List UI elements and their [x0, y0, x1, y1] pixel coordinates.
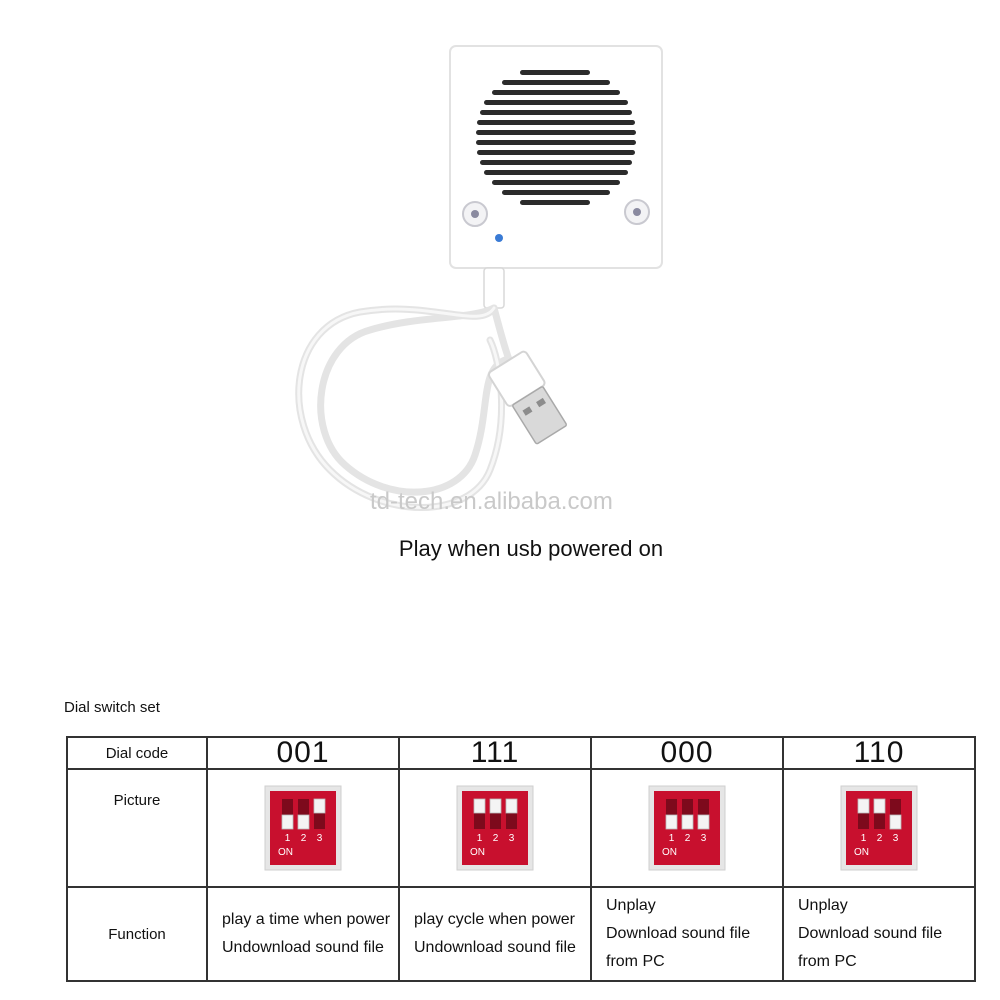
- speaker-body: [449, 45, 663, 269]
- function-line: Unplay: [606, 897, 656, 914]
- switch-slot: [698, 799, 709, 829]
- switch-toggle: [297, 814, 310, 830]
- switch-toggle: [665, 814, 678, 830]
- function-cell: Unplay Download sound file from PC: [590, 886, 784, 982]
- switch-slot: [298, 799, 309, 829]
- function-line: from PC: [798, 953, 857, 970]
- product-caption: Play when usb powered on: [398, 536, 664, 561]
- switch-toggle: [697, 814, 710, 830]
- function-line: Undownload sound file: [222, 939, 384, 956]
- switch-number: 3: [701, 833, 707, 844]
- function-line: from PC: [606, 953, 665, 970]
- row-label-dial-code: Dial code: [66, 736, 208, 770]
- on-label: ON: [470, 847, 485, 858]
- switch-slot: [506, 799, 517, 829]
- switch-toggle: [489, 798, 502, 814]
- function-cell: Unplay Download sound file from PC: [782, 886, 976, 982]
- function-line: Unplay: [798, 897, 848, 914]
- function-line: Download sound file: [798, 925, 943, 942]
- switch-number: 1: [669, 833, 675, 844]
- table-row-function: Function play a time when power Undownlo…: [66, 886, 976, 982]
- product-photo: td-tech.en.alibaba.com: [295, 45, 663, 515]
- switch-slot: [890, 799, 901, 829]
- switch-toggle: [281, 814, 294, 830]
- usb-a-plug: [488, 350, 567, 445]
- switch-slot: [874, 799, 885, 829]
- function-line: Download sound file: [606, 925, 751, 942]
- usb-c-connector: [483, 267, 505, 309]
- switch-number: 3: [317, 833, 323, 844]
- switch-toggle: [505, 798, 518, 814]
- switch-slot: [474, 799, 485, 829]
- switch-number: 2: [685, 833, 691, 844]
- switch-slot: [682, 799, 693, 829]
- function-line: Undownload sound file: [414, 939, 576, 956]
- on-label: ON: [278, 847, 293, 858]
- speaker-grille: [476, 70, 636, 205]
- function-line: play a time when power: [222, 911, 391, 928]
- switch-number: 1: [477, 833, 483, 844]
- dial-code-cell: 110: [782, 736, 976, 770]
- switch-toggle: [857, 798, 870, 814]
- switch-number: 3: [893, 833, 899, 844]
- switch-number: 2: [877, 833, 883, 844]
- function-cell: play cycle when power Undownload sound f…: [398, 886, 592, 982]
- switch-slot: [282, 799, 293, 829]
- led-indicator: [495, 234, 503, 242]
- on-label: ON: [854, 847, 869, 858]
- row-label-function: Function: [66, 886, 208, 982]
- switch-number: 3: [509, 833, 515, 844]
- table-row-dial-code: Dial code 001 111 000 110: [66, 736, 976, 770]
- switch-toggle: [473, 798, 486, 814]
- switch-number: 2: [493, 833, 499, 844]
- switch-slot: [858, 799, 869, 829]
- section-title: Dial switch set: [64, 699, 160, 716]
- dial-code-cell: 111: [398, 736, 592, 770]
- switch-toggle: [873, 798, 886, 814]
- watermark-text: td-tech.en.alibaba.com: [370, 488, 613, 515]
- switch-number: 2: [301, 833, 307, 844]
- switch-number: 1: [861, 833, 867, 844]
- on-label: ON: [662, 847, 677, 858]
- switch-slot: [666, 799, 677, 829]
- switch-slot: [314, 799, 325, 829]
- function-cell: play a time when power Undownload sound …: [206, 886, 400, 982]
- dial-code-cell: 001: [206, 736, 400, 770]
- switch-slot: [490, 799, 501, 829]
- usb-cable: [295, 304, 514, 511]
- speaker-module-image: [295, 45, 663, 511]
- switch-toggle: [681, 814, 694, 830]
- switch-toggle: [313, 798, 326, 814]
- row-label-picture: Picture: [66, 768, 208, 888]
- switch-number: 1: [285, 833, 291, 844]
- function-line: play cycle when power: [414, 911, 575, 928]
- switch-toggle: [889, 814, 902, 830]
- dial-code-cell: 000: [590, 736, 784, 770]
